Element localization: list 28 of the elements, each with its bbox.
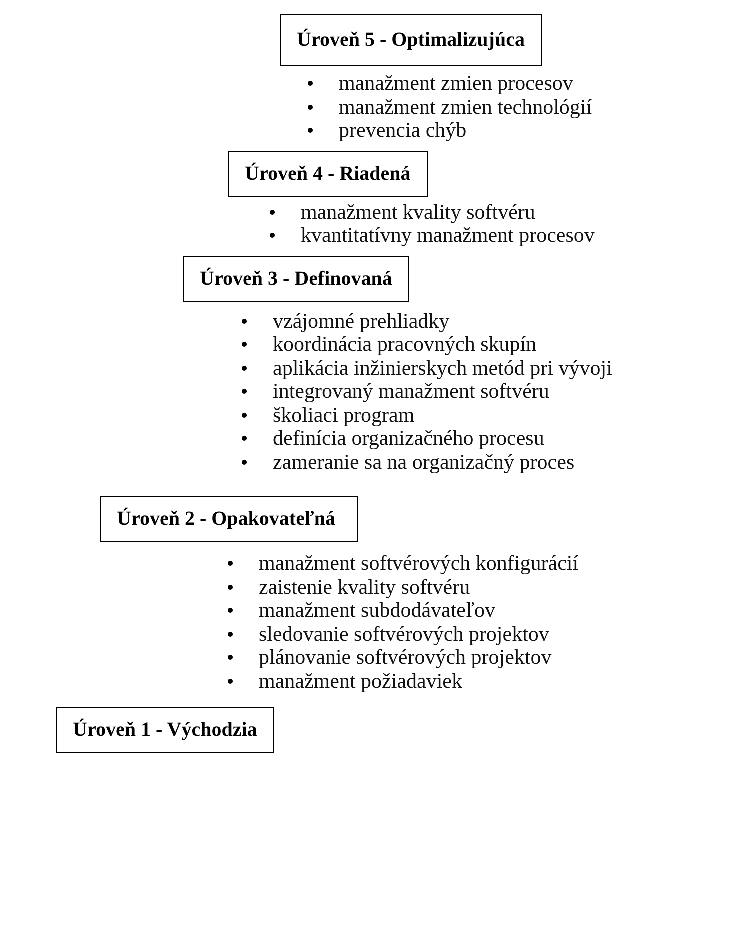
list-item: definícia organizačného procesu <box>273 427 544 450</box>
list-item: prevencia chýb <box>339 119 467 142</box>
level-box <box>183 256 410 302</box>
level-heading: Úroveň 4 - Riadená <box>245 162 411 186</box>
level-box <box>280 14 542 66</box>
level-box <box>100 496 358 542</box>
list-item: sledovanie softvérových projektov <box>259 622 550 646</box>
list-item: manažment požiadaviek <box>259 670 462 693</box>
list-item: školiaci program <box>273 404 415 427</box>
level-heading: Úroveň 5 - Optimalizujúca <box>297 28 525 52</box>
list-item: koordinácia pracovných skupín <box>273 333 537 356</box>
level-heading: Úroveň 3 - Definovaná <box>200 266 392 290</box>
list-item: vzájomné prehliadky <box>273 310 450 333</box>
list-item: plánovanie softvérových projektov <box>259 646 552 670</box>
level-box <box>228 150 428 196</box>
list-item: zameranie sa na organizačný proces <box>273 450 575 474</box>
list-item: manažment softvérových konfigurácií <box>259 552 579 576</box>
list-item: integrovaný manažment softvéru <box>273 380 550 404</box>
level-heading: Úroveň 1 - Východzia <box>73 718 258 742</box>
list-item: manažment kvality softvéru <box>301 200 536 224</box>
level-heading: Úroveň 2 - Opakovateľná <box>117 507 336 531</box>
list-item: aplikácia inžinierskych metód pri vývoji <box>273 356 612 380</box>
list-item: zaistenie kvality softvéru <box>259 576 470 599</box>
level-box <box>56 707 274 753</box>
list-item: kvantitatívny manažment procesov <box>301 224 595 248</box>
list-item: manažment zmien procesov <box>339 72 574 96</box>
list-item: manažment zmien technológií <box>339 96 592 119</box>
list-item: manažment subdodávateľov <box>259 599 496 622</box>
